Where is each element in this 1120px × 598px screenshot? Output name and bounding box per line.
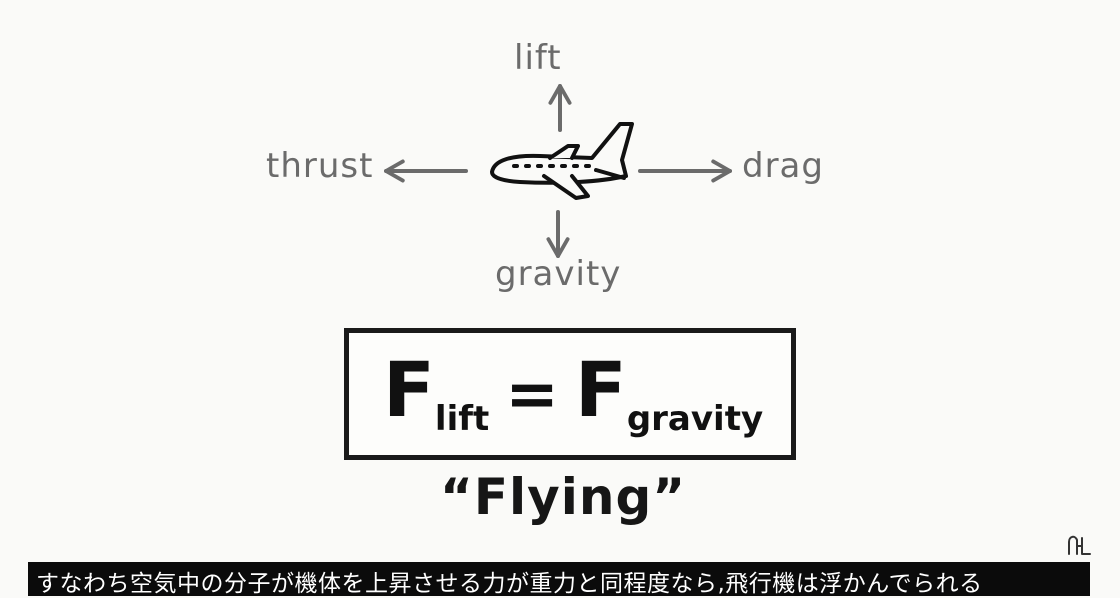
force-label-gravity: gravity (495, 254, 622, 294)
flying-caption: “Flying” (440, 468, 687, 526)
airplane-icon (490, 122, 634, 200)
subscript-lift: lift (434, 399, 490, 439)
force-label-drag: drag (742, 146, 824, 186)
force-label-thrust: thrust (266, 146, 374, 186)
force-label-lift: lift (514, 38, 562, 78)
subtitle-bar: すなわち空気中の分子が機体を上昇させる力が重力と同程度なら,飛行機は浮かんでられ… (28, 562, 1090, 597)
subscript-gravity: gravity (626, 399, 764, 439)
force-symbol-left: F (383, 345, 435, 434)
force-symbol-right: F (574, 345, 627, 434)
lift-equals-gravity-equation: Flift=Fgravity (383, 345, 763, 439)
channel-logo-icon (1068, 535, 1091, 555)
subtitle-text: すなわち空気中の分子が機体を上昇させる力が重力と同程度なら,飛行機は浮かんでられ… (36, 571, 983, 597)
equation-box: Flift=Fgravity (344, 328, 796, 460)
equals-sign: = (505, 358, 559, 432)
